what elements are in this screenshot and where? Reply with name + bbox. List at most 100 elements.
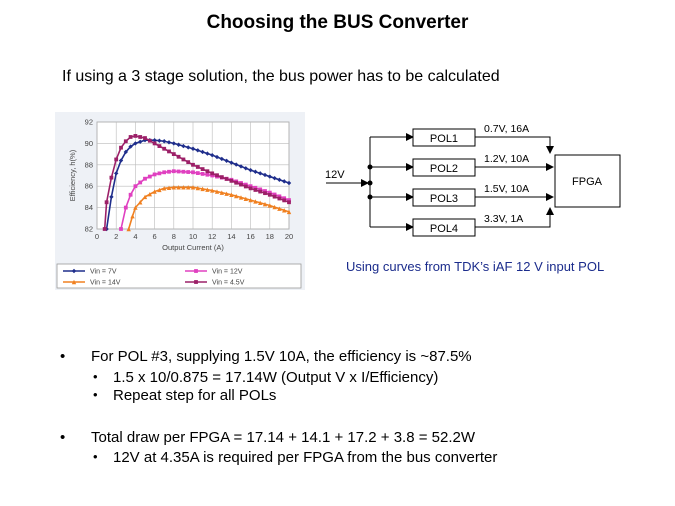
pol1-output-label: 0.7V, 16A — [484, 123, 529, 135]
series-point — [176, 142, 181, 147]
series-point — [219, 175, 224, 180]
series-point — [104, 200, 109, 205]
series-point — [114, 171, 119, 176]
series-point — [219, 156, 224, 162]
series-point — [114, 157, 119, 162]
series-point — [123, 139, 128, 144]
series-point — [147, 192, 152, 197]
series-point — [152, 141, 157, 146]
series-point — [248, 197, 253, 203]
legend-swatch-marker — [71, 268, 77, 274]
series-point — [253, 169, 258, 174]
series-point — [162, 146, 167, 151]
x-tick-label: 16 — [246, 232, 254, 241]
series-point — [147, 138, 152, 143]
series-point — [181, 143, 186, 149]
legend-box — [56, 263, 302, 289]
series-point — [238, 164, 244, 169]
series-point — [243, 196, 248, 201]
series-point — [219, 190, 224, 195]
series-point — [190, 146, 196, 151]
series-point — [286, 180, 292, 186]
series-point — [195, 148, 200, 153]
series-point — [243, 184, 248, 189]
bus-node — [367, 180, 373, 186]
series-point — [286, 209, 292, 215]
pol4-output-label: 3.3V, 1A — [484, 213, 523, 225]
series-point — [258, 200, 263, 205]
series-point — [253, 185, 258, 190]
series-point — [277, 177, 282, 182]
sub-bullet-text: 12V at 4.35A is required per FPGA from t… — [113, 449, 498, 466]
series-point — [262, 201, 268, 207]
legend-swatch-marker — [194, 269, 198, 273]
series-point — [126, 226, 131, 232]
series-point — [176, 185, 181, 190]
series-point — [143, 136, 147, 140]
series-point — [162, 186, 167, 191]
series-point — [142, 194, 148, 200]
bullet-text: Total draw per FPGA = 17.14 + 14.1 + 17.… — [91, 429, 475, 446]
series-point — [186, 145, 191, 150]
sub-bullet-dot: • — [93, 387, 98, 402]
x-tick-label: 18 — [266, 232, 274, 241]
pol3-output-label: 1.5V, 10A — [484, 183, 529, 195]
series-point — [138, 180, 143, 185]
series-point — [119, 145, 123, 150]
series-point — [277, 196, 282, 201]
bullet-dot: • — [60, 348, 66, 365]
series-point — [109, 175, 114, 180]
slide-subtitle: If using a 3 stage solution, the bus pow… — [62, 68, 500, 85]
series-point — [238, 195, 244, 200]
series-point — [152, 189, 157, 194]
pol3-label: POL3 — [430, 193, 458, 205]
series-point — [109, 194, 114, 200]
y-tick-label: 92 — [85, 118, 93, 127]
series-point — [258, 187, 263, 192]
series-point — [157, 187, 162, 193]
x-axis-label: Output Current (A) — [162, 243, 224, 252]
series-point — [123, 149, 128, 155]
series-point — [200, 171, 205, 176]
pol1-label: POL1 — [430, 133, 458, 145]
series-point — [157, 171, 162, 176]
series-point — [118, 158, 124, 163]
fpga-label: FPGA — [572, 176, 603, 188]
series-point — [224, 191, 229, 196]
series-point — [138, 200, 143, 205]
series-point — [282, 208, 287, 213]
series-point — [195, 165, 200, 169]
series-point — [267, 190, 272, 195]
sub-bullet-dot: • — [93, 449, 98, 464]
series-point — [102, 227, 107, 231]
sub-bullet-text: 1.5 x 10/0.875 = 17.14W (Output V x I/Ef… — [113, 369, 439, 386]
series-point — [214, 189, 220, 194]
series-point — [171, 152, 176, 156]
power-diagram: 12V POL1 POL2 POL3 POL4 0.7V, 16A 1.2V, … — [325, 123, 621, 237]
legend-label: Vin = 7V — [90, 269, 117, 276]
legend-swatch-marker — [194, 280, 198, 284]
series-point — [133, 205, 138, 210]
series-point — [282, 179, 287, 184]
series-point — [272, 204, 277, 210]
series-point — [258, 189, 263, 194]
series-point — [123, 205, 128, 210]
series-point — [200, 149, 205, 155]
series-point — [287, 198, 291, 203]
x-tick-label: 10 — [189, 232, 197, 241]
series-point — [282, 198, 287, 203]
y-tick-label: 88 — [85, 160, 93, 169]
series-point — [234, 193, 239, 199]
series-point — [224, 177, 229, 181]
fpga-box — [554, 154, 621, 208]
series-point — [128, 192, 133, 197]
series-point — [287, 200, 291, 205]
x-tick-label: 2 — [114, 232, 118, 241]
series-point — [176, 169, 181, 174]
pol4-output-arrow — [475, 207, 554, 228]
series-point — [181, 185, 186, 190]
series-point — [171, 169, 176, 174]
series-point — [171, 141, 176, 146]
